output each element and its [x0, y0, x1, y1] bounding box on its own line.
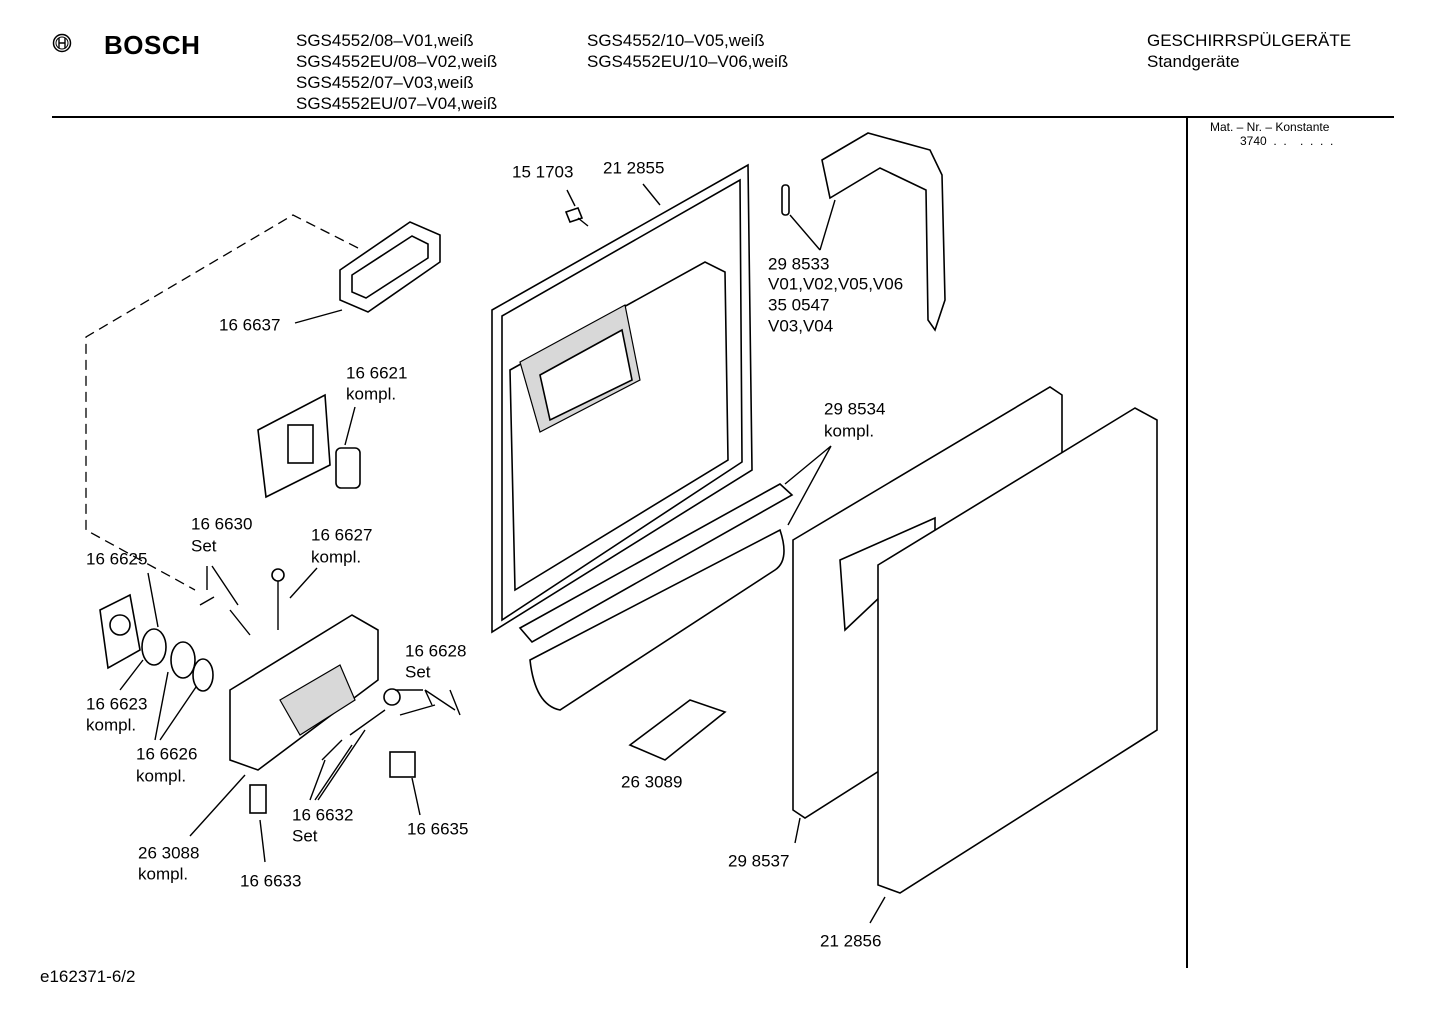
- part-labels: 15 1703 21 2855 29 8533 V01,V02,V05,V06 …: [86, 158, 903, 950]
- variant-label: V03,V04: [768, 316, 833, 335]
- dashed-assembly-outline: [85, 214, 359, 591]
- part-label: 29 8537: [728, 851, 789, 870]
- part-label: 15 1703: [512, 162, 573, 181]
- part-note: Set: [405, 662, 431, 681]
- mat-nr-block: Mat. – Nr. – Konstante 3740 . . . . . .: [1210, 120, 1333, 148]
- bosch-logo-icon: [52, 33, 72, 53]
- header-divider: [52, 116, 1394, 118]
- part-note: Set: [191, 536, 217, 555]
- screw-part: [564, 207, 589, 227]
- part-label: 29 8534: [824, 399, 885, 418]
- category: GESCHIRRSPÜLGERÄTE Standgeräte: [1147, 30, 1351, 72]
- lid-part-166625: [99, 593, 141, 670]
- latch-part: [321, 709, 386, 761]
- seal-ring-part: [141, 628, 167, 666]
- mat-nr-value: 3740 . . . . . .: [1240, 134, 1334, 148]
- part-label: 16 6628: [405, 641, 466, 660]
- model-list-2: SGS4552/10–V05,weiß SGS4552EU/10–V06,wei…: [587, 30, 788, 72]
- bracket-part: [781, 132, 946, 332]
- part-label: 21 2855: [603, 158, 664, 177]
- brand-name: BOSCH: [104, 30, 201, 60]
- part-label: 16 6626: [136, 744, 197, 763]
- subcategory-title: Standgeräte: [1147, 52, 1240, 71]
- part-label: 16 6637: [219, 315, 280, 334]
- model: SGS4552EU/10–V06,weiß: [587, 52, 789, 71]
- part-label: 16 6621: [346, 363, 407, 382]
- model: SGS4552/10–V05,weiß: [587, 31, 765, 50]
- clip-part: [249, 784, 267, 814]
- hinge-part-263089: [628, 699, 727, 761]
- part-note: kompl.: [86, 715, 136, 734]
- part-label: 16 6627: [311, 525, 372, 544]
- ball-part: [383, 688, 401, 706]
- model-list-1: SGS4552/08–V01,weiß SGS4552EU/08–V02,wei…: [296, 30, 497, 114]
- part-label: 16 6630: [191, 514, 252, 533]
- part-label: 16 6633: [240, 871, 301, 890]
- model: SGS4552EU/08–V02,weiß: [296, 52, 498, 71]
- frame-part-166637: [339, 221, 441, 313]
- part-label: 16 6635: [407, 819, 468, 838]
- gasket-part: [192, 658, 214, 692]
- part-label: 16 6625: [86, 549, 147, 568]
- part-label: 29 8533: [768, 254, 829, 273]
- model: SGS4552/08–V01,weiß: [296, 31, 474, 50]
- lever-part: [399, 689, 461, 716]
- variant-label: V01,V02,V05,V06: [768, 274, 903, 293]
- part-label: 26 3088: [138, 843, 199, 862]
- part-note: kompl.: [346, 384, 396, 403]
- front-panel-212856: [877, 407, 1158, 894]
- part-label: 26 3089: [621, 772, 682, 791]
- part-label: 16 6623: [86, 694, 147, 713]
- part-label: 21 2856: [820, 931, 881, 950]
- cap-part: [170, 641, 196, 679]
- part-note: kompl.: [138, 864, 188, 883]
- part-note: Set: [292, 826, 318, 845]
- drawing-id: e162371-6/2: [40, 967, 136, 986]
- part-note: kompl.: [311, 547, 361, 566]
- category-title: GESCHIRRSPÜLGERÄTE: [1147, 31, 1352, 50]
- inner-door-panel: [491, 163, 753, 634]
- part-label: 16 6632: [292, 805, 353, 824]
- part-label: 35 0547: [768, 295, 829, 314]
- dispenser-housing-part: [229, 614, 379, 771]
- trim-strip-part: [518, 483, 794, 711]
- spring-part: [199, 596, 251, 636]
- leader-lines: [119, 183, 886, 924]
- dispenser-cover-part: [257, 393, 361, 499]
- part-note: kompl.: [136, 766, 186, 785]
- model: SGS4552/07–V03,weiß: [296, 73, 474, 92]
- model: SGS4552EU/07–V04,weiß: [296, 94, 498, 113]
- switch-part: [389, 751, 416, 778]
- part-note: kompl.: [824, 421, 874, 440]
- mat-nr-label: Mat. – Nr. – Konstante: [1210, 120, 1330, 134]
- side-divider: [1186, 118, 1188, 968]
